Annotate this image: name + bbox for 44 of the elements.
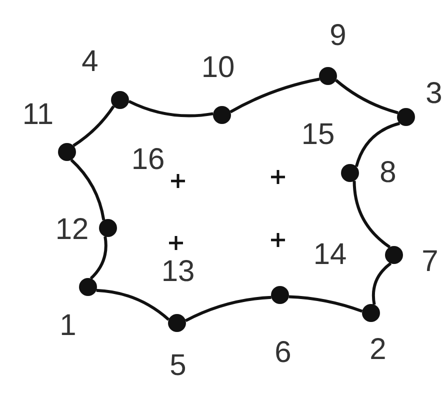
node-number: 16 [131,145,165,175]
node-number: 11 [22,100,54,130]
cross-mark [271,233,285,247]
node-number: 8 [380,158,396,188]
node-number: 3 [426,79,442,109]
node-dot [213,106,231,124]
boundary-curve [335,79,398,114]
node-number: 4 [82,47,98,77]
node-dot [99,219,117,237]
boundary-curve [128,100,214,118]
node-number: 14 [313,240,347,270]
node-dot [79,278,97,296]
node-number: 15 [301,120,335,150]
node-number: 12 [55,215,89,245]
boundary-curve [90,236,108,280]
cross-mark [169,236,183,250]
boundary-curve [288,295,363,313]
node-number: 7 [422,247,438,277]
node-dot [58,143,76,161]
boundary-curve [354,122,400,168]
boundary-curve [96,288,170,321]
node-number: 5 [170,351,186,381]
boundary-curve [70,158,106,220]
node-number: 2 [370,335,386,365]
node-number: 6 [274,338,292,368]
node-number: 10 [201,53,235,83]
node-number: 1 [60,311,76,341]
node-number: 13 [161,257,195,287]
boundary-curve [72,105,115,147]
node-dot [319,67,337,85]
node-dot [397,108,415,126]
node-dot [341,164,359,182]
node-dot [271,286,289,304]
boundary-curve [185,296,272,322]
boundary-curve [372,262,392,305]
node-dot [362,304,380,322]
node-dot [111,91,129,109]
node-dot [168,314,186,332]
cross-mark [171,174,185,188]
cross-mark [271,170,285,184]
node-number: 9 [330,21,346,51]
boundary-curve [352,180,391,248]
boundary-curve [230,78,320,114]
node-dot [385,246,403,264]
